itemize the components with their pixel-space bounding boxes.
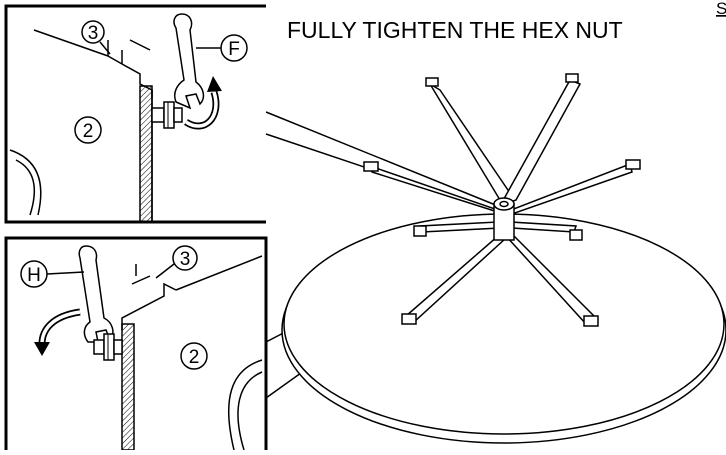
callout-part-2-lower: 2 [189,347,200,368]
wrench-h-icon [78,245,114,343]
detail-panel-bottom: H 3 2 [4,236,268,451]
callout-tool-h: H [27,265,41,286]
page-marker: S [716,0,726,18]
hex-nut-icon-2 [93,333,123,361]
instruction-title: FULLY TIGHTEN THE HEX NUT [287,17,623,43]
callout-part-3: 3 [88,23,99,44]
detail-panel-top: 3 2 F [4,4,266,224]
callout-part-3-lower: 3 [180,249,191,270]
hex-nut-icon [151,101,183,129]
callout-tool-f: F [228,39,240,60]
callout-part-2: 2 [83,121,94,142]
table-base [363,73,641,327]
table-top [281,213,726,444]
wrench-f-icon [173,13,205,110]
